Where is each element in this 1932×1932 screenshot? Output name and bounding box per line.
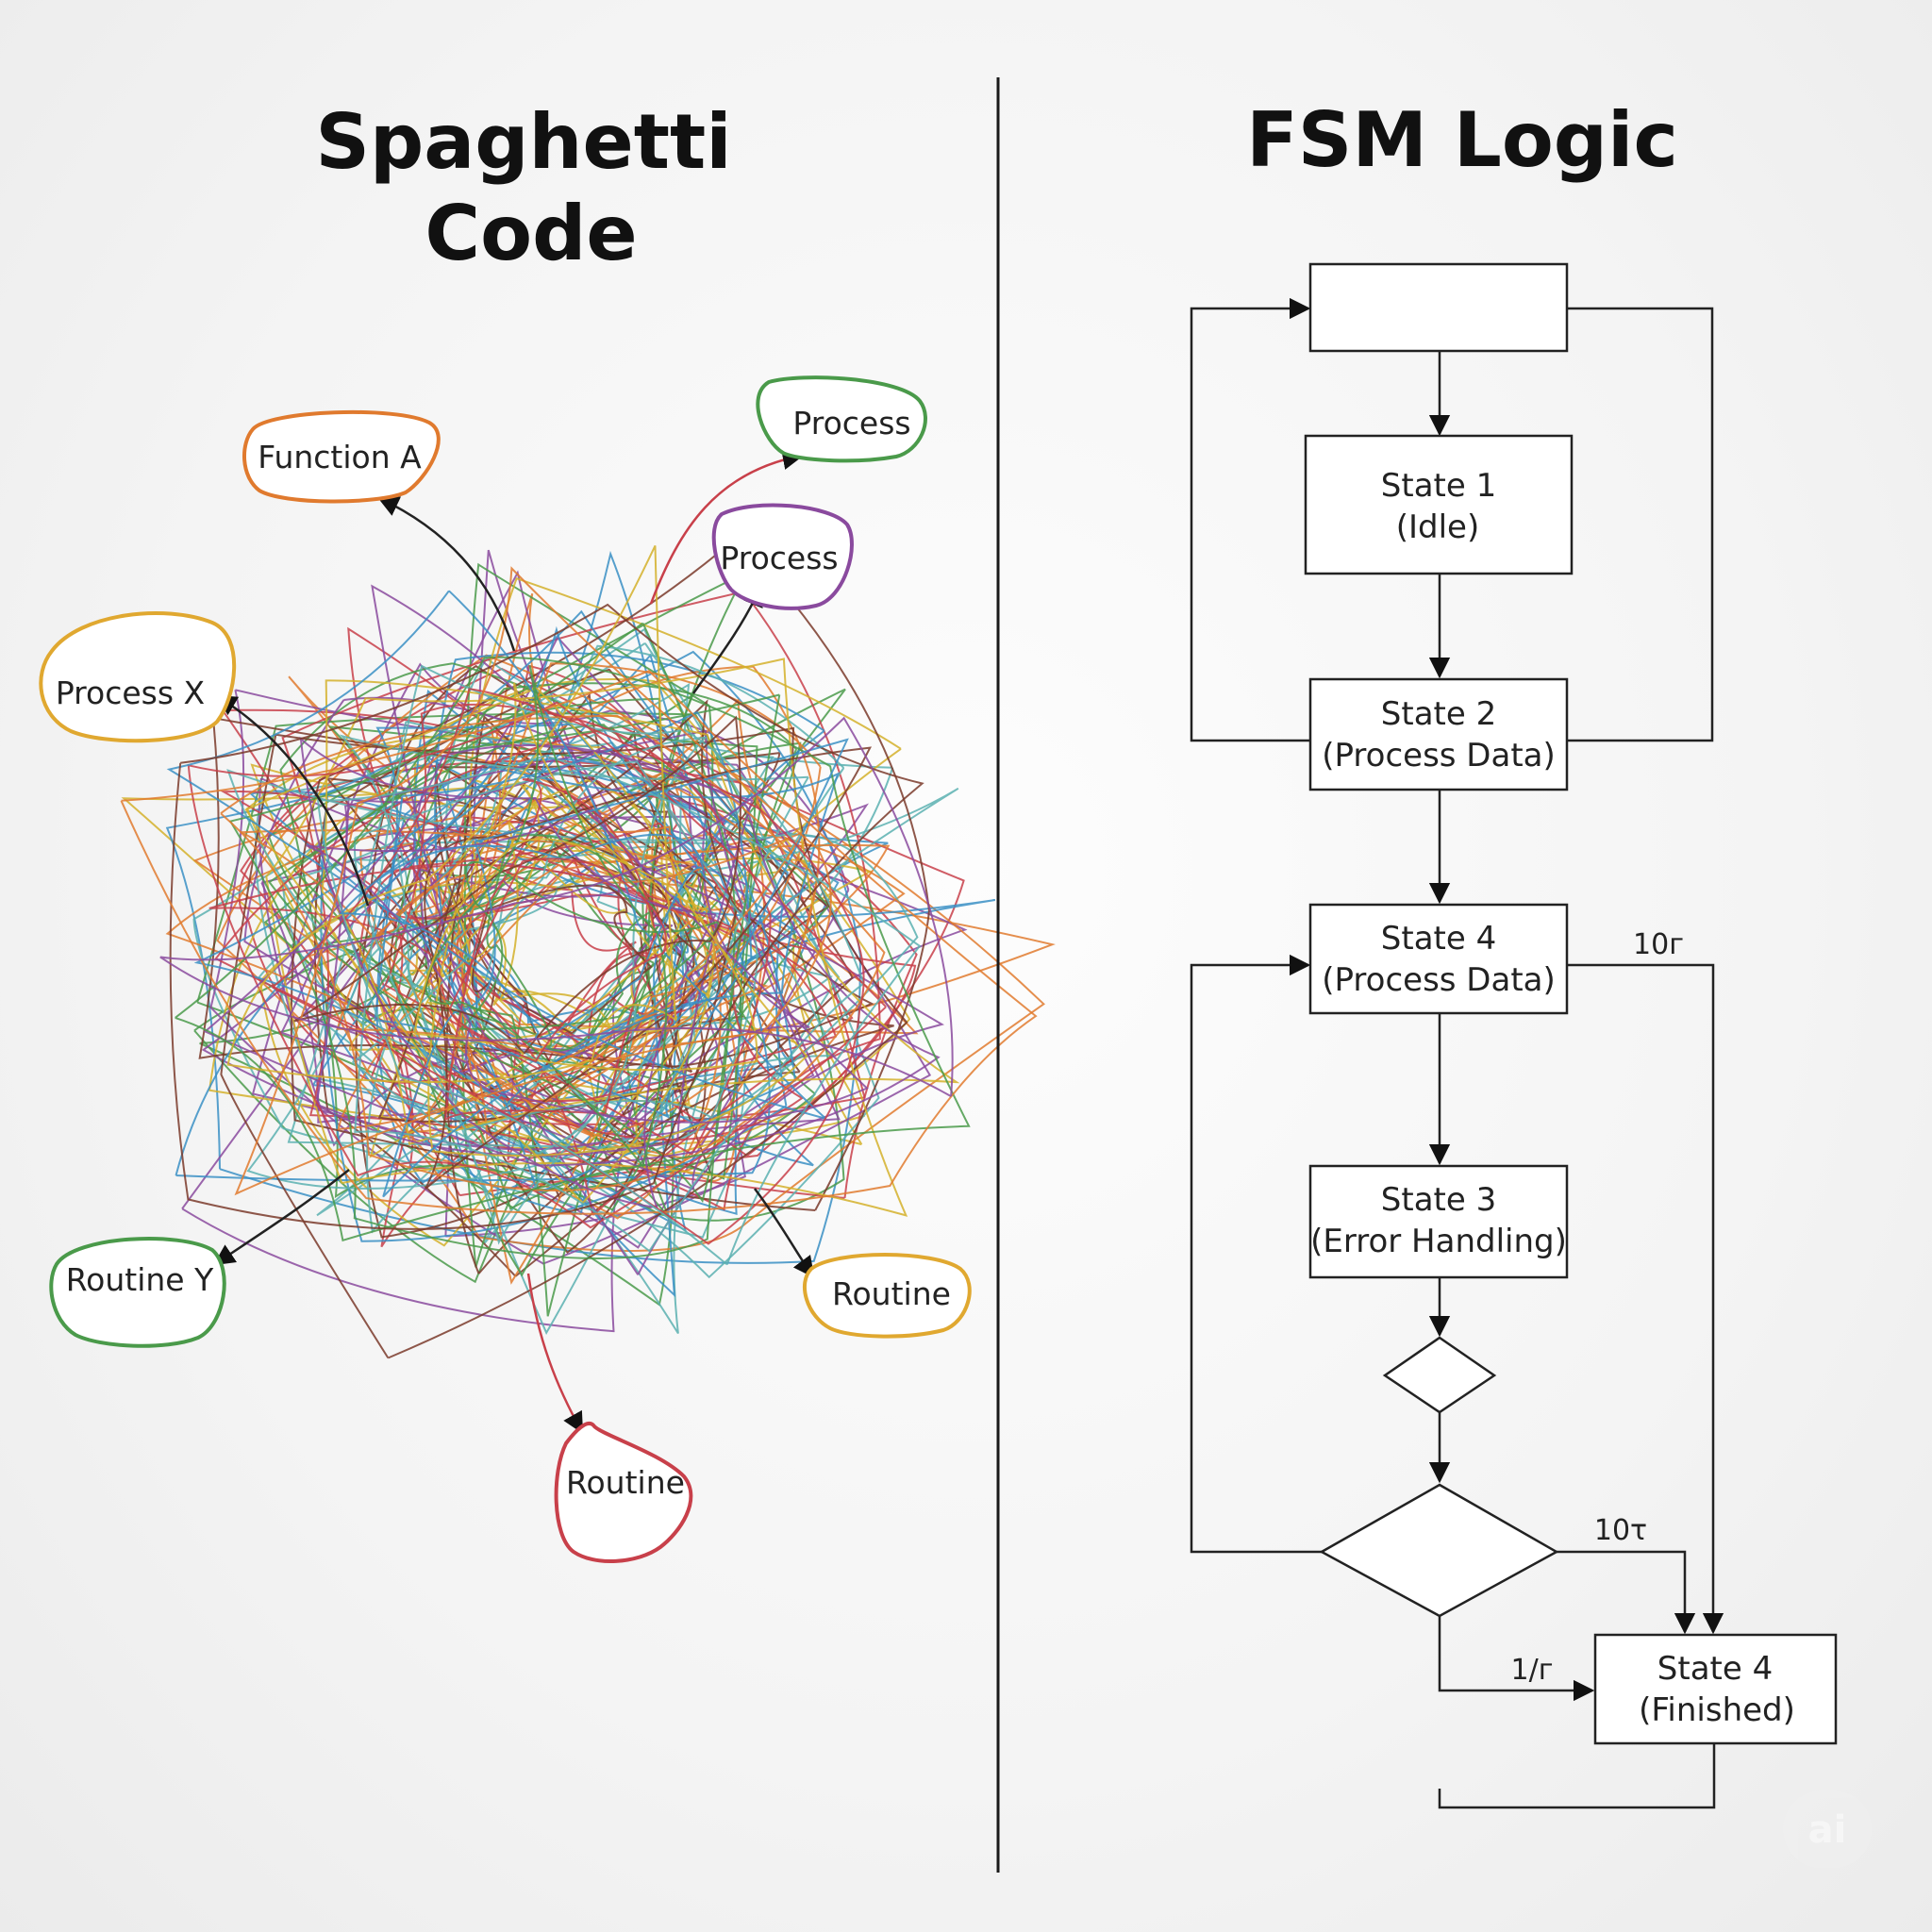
blob-routine-right: Routine (802, 1253, 972, 1339)
tangle-strand (263, 697, 816, 1191)
fsm-state-2: State 2 (Process Data) (1308, 677, 1569, 791)
arrow-to-process-green (649, 448, 805, 605)
tangle-strand (445, 714, 894, 1274)
blob-routine-y: Routine Y (49, 1237, 226, 1348)
tangle-strand (169, 603, 924, 1230)
tangle-strand (281, 591, 881, 1211)
tangle-strand (424, 746, 873, 1190)
blob-function-a: Function A (242, 409, 441, 504)
tangle-strand (315, 745, 754, 1157)
fsm-state-1: State 1 (Idle) (1304, 434, 1574, 575)
edge-label-a: 10г (1633, 928, 1684, 961)
tangle-strand (159, 716, 954, 1097)
tangle-strand (471, 884, 653, 1035)
tangle-strand (449, 858, 667, 1063)
arrow-to-routine-right (753, 1188, 815, 1278)
fsm-title: FSM Logic (1246, 96, 1678, 184)
tangle-strand (486, 834, 657, 1052)
state-3-name: State 3 (1381, 1181, 1496, 1219)
tangle-strand (243, 696, 810, 1124)
tangle-strand (348, 780, 657, 1051)
state-4b-desc: (Finished) (1639, 1691, 1795, 1729)
fsm-decision-large (1319, 1483, 1559, 1618)
tangle-strand (254, 641, 880, 1279)
state-1-desc: (Idle) (1396, 508, 1480, 546)
blob-routine-bottom: Routine (554, 1422, 693, 1564)
tangle-strand (175, 656, 971, 1242)
blob-process-x: Process X (39, 611, 237, 743)
tangle-strand (358, 822, 838, 1103)
arrow-to-routine-y (213, 1169, 350, 1266)
tangle-strand (402, 682, 697, 1336)
fsm-state-top (1308, 262, 1569, 353)
blob-label-process-purple: Process (720, 540, 838, 576)
tangle-strand (384, 703, 772, 1156)
tangle-strand (234, 566, 832, 1196)
tangle-strand (220, 791, 917, 1157)
tangle-strand (375, 797, 769, 1141)
tangle-strand (214, 726, 805, 1141)
tangle-strand (246, 644, 845, 1190)
tangle-strand (382, 738, 849, 1198)
state-4a-name: State 4 (1381, 920, 1496, 958)
tangle-strand (166, 590, 827, 1120)
spaghetti-title-line2: Code (425, 190, 637, 277)
spaghetti-title-line1: Spaghetti (315, 98, 731, 186)
state-4b-name: State 4 (1657, 1650, 1773, 1688)
tangle-strand (433, 843, 701, 1035)
tangle-strand (293, 715, 741, 1055)
tangle-strand (281, 760, 769, 1335)
tangle-strand (413, 838, 758, 1072)
blob-process-green: Process (756, 375, 927, 463)
blob-label-routine-right: Routine (832, 1275, 951, 1312)
watermark-badge: ai (1783, 1790, 1872, 1868)
tangle-strand (353, 760, 758, 1131)
state-1-name: State 1 (1381, 467, 1496, 505)
fsm-connectors (1190, 297, 1724, 1809)
fsm-panel: FSM Logic (1190, 96, 1838, 1809)
tangle-strand (339, 833, 705, 1041)
blob-label-process-green: Process (792, 405, 910, 441)
arrow-to-process-x (215, 694, 370, 907)
edge-label-c: 1/г (1511, 1654, 1554, 1687)
arrow-to-function-a (376, 496, 516, 652)
watermark-text: ai (1808, 1808, 1847, 1852)
tangle-strand (425, 665, 668, 1169)
blob-process-purple: Process (711, 503, 854, 610)
tangle-strand (299, 736, 717, 1208)
tangle-strand (408, 848, 745, 1110)
fsm-decision-small (1382, 1336, 1497, 1414)
state-4a-desc: (Process Data) (1322, 961, 1556, 999)
state-3-desc: (Error Handling) (1310, 1223, 1567, 1260)
tangle-strand (335, 723, 798, 1216)
arrow-to-routine-bottom (526, 1273, 584, 1434)
blob-label-routine-y: Routine Y (66, 1261, 214, 1298)
spaghetti-tangle (120, 537, 1056, 1359)
tangle-strand (354, 664, 865, 1253)
tangle-strand (120, 670, 1038, 1215)
tangle-strand (316, 755, 922, 1266)
state-2-name: State 2 (1381, 695, 1496, 733)
state-2-desc: (Process Data) (1322, 737, 1556, 774)
fsm-state-3: State 3 (Error Handling) (1308, 1164, 1569, 1279)
fsm-state-4b: State 4 (Finished) (1593, 1633, 1838, 1745)
tangle-strand (165, 650, 861, 1264)
tangle-strand (203, 744, 941, 1167)
tangle-strand (374, 710, 753, 1119)
tangle-strand (244, 687, 715, 1205)
blob-label-function-a: Function A (258, 439, 422, 475)
fsm-state-4a: State 4 (Process Data) (1308, 903, 1569, 1015)
blob-label-routine-bottom: Routine (566, 1464, 685, 1501)
edge-label-b: 10τ (1594, 1514, 1647, 1547)
spaghetti-panel: Spaghetti Code Function A Process Proces… (39, 98, 1056, 1564)
tangle-strand (268, 622, 737, 1204)
blob-label-process-x: Process X (56, 675, 205, 711)
